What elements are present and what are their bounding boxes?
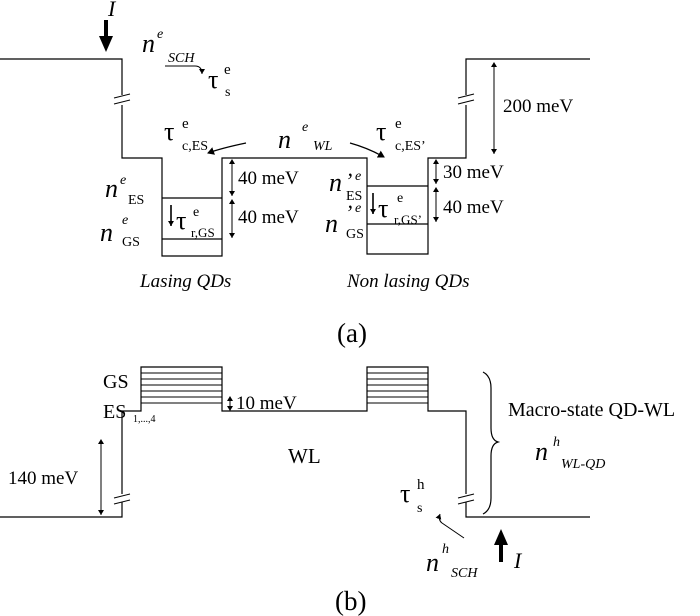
current-label-a: I: [107, 0, 117, 21]
svg-text:e: e: [122, 213, 128, 228]
label-10mev: 10 meV: [236, 393, 297, 414]
svg-text:s: s: [417, 501, 422, 516]
svg-text:e: e: [355, 201, 361, 216]
svg-text:τ: τ: [378, 194, 388, 223]
svg-text:r,GS: r,GS: [191, 225, 215, 240]
svg-text:WL-QD: WL-QD: [561, 457, 605, 472]
svg-text:GS: GS: [346, 227, 364, 242]
n-es-nonlasing: n ’ e ES: [329, 168, 362, 204]
svg-text:ES: ES: [346, 189, 362, 204]
label-30mev: 30 meV: [443, 162, 504, 183]
svg-text:e: e: [193, 205, 199, 220]
panel-a-label: (a): [337, 318, 367, 348]
svg-text:n: n: [278, 125, 291, 154]
n-wl: n e WL: [278, 120, 333, 154]
svg-text:’: ’: [345, 200, 352, 225]
current-arrow-b: [494, 529, 508, 562]
panel-a-band-profile: [0, 58, 590, 257]
svg-text:n: n: [142, 29, 155, 58]
es-label: ES 1,...,4: [103, 401, 156, 425]
svg-text:τ: τ: [376, 117, 386, 146]
svg-text:WL: WL: [313, 139, 333, 154]
tau-r-gs: τ e r,GS: [168, 205, 215, 240]
svg-text:c,ES: c,ES: [182, 139, 208, 154]
panel-b-levels-right: [367, 372, 428, 404]
svg-text:ES: ES: [103, 401, 126, 423]
tau-s-b: τ h s: [400, 477, 425, 516]
svg-text:’: ’: [345, 168, 352, 193]
svg-text:h: h: [417, 477, 425, 493]
tau-c-es-prime: τ e c,ES’: [376, 116, 426, 154]
svg-text:e: e: [182, 116, 189, 132]
svg-text:GS: GS: [122, 235, 140, 250]
label-40mev-bottom-left: 40 meV: [238, 207, 299, 228]
panel-b-break-marks: [113, 493, 475, 505]
macro-state-brace: [482, 371, 501, 515]
svg-text:ES: ES: [128, 193, 144, 208]
capture-arrow-nonlasing: [349, 142, 385, 158]
svg-text:SCH: SCH: [168, 51, 195, 66]
n-gs-lasing: n e GS: [100, 213, 140, 250]
svg-text:n: n: [426, 548, 439, 577]
svg-text:e: e: [120, 173, 126, 188]
current-label-b: I: [513, 548, 523, 573]
label-140mev: 140 meV: [8, 468, 78, 489]
svg-text:τ: τ: [208, 65, 218, 94]
panel-b-band-profile: [0, 366, 590, 518]
panel-b-label: (b): [335, 586, 366, 616]
svg-text:n: n: [105, 174, 118, 203]
svg-text:n: n: [329, 168, 342, 197]
svg-text:e: e: [157, 27, 163, 42]
svg-text:s: s: [225, 85, 230, 100]
svg-text:n: n: [100, 218, 113, 247]
label-40mev-right: 40 meV: [443, 197, 504, 218]
n-gs-nonlasing: n ’ e GS: [325, 200, 364, 242]
tau-c-es: τ e c,ES: [164, 116, 208, 154]
svg-text:c,ES’: c,ES’: [395, 139, 426, 154]
nonlasing-qds-label: Non lasing QDs: [346, 271, 469, 292]
svg-text:τ: τ: [164, 117, 174, 146]
panel-a-break-marks: [113, 93, 475, 105]
svg-text:n: n: [325, 209, 338, 238]
svg-text:e: e: [302, 120, 308, 135]
label-40mev-top-left: 40 meV: [238, 168, 299, 189]
n-sch-a: n e SCH: [142, 27, 195, 66]
svg-text:e: e: [224, 62, 231, 78]
svg-text:e: e: [355, 169, 361, 184]
sch-to-wl-arrow: [435, 513, 465, 539]
panel-a-energy-levels: [162, 185, 428, 240]
svg-text:τ: τ: [400, 479, 410, 508]
svg-text:e: e: [397, 191, 403, 206]
svg-text:1,...,4: 1,...,4: [133, 414, 156, 425]
gs-label: GS: [103, 371, 129, 393]
svg-text:h: h: [442, 542, 449, 557]
capture-arrow-lasing: [207, 142, 247, 155]
svg-text:h: h: [553, 435, 560, 450]
svg-text:e: e: [395, 116, 402, 132]
n-sch-b: n h SCH: [426, 542, 478, 581]
n-wlqd: n h WL-QD: [535, 435, 605, 472]
tau-s-a: τ e s: [208, 62, 231, 100]
svg-text:r,GS’: r,GS’: [394, 212, 422, 227]
panel-b-levels-left: [141, 372, 222, 404]
svg-text:SCH: SCH: [451, 566, 478, 581]
svg-text:τ: τ: [176, 206, 186, 235]
n-es-lasing: n e ES: [105, 173, 144, 208]
lasing-qds-label: Lasing QDs: [139, 271, 231, 292]
macro-state-label: Macro-state QD-WL: [508, 399, 675, 421]
tau-r-gs-prime: τ e r,GS’: [370, 191, 422, 227]
wl-label: WL: [288, 444, 321, 468]
svg-text:n: n: [535, 437, 548, 466]
label-200mev: 200 meV: [503, 96, 573, 117]
current-arrow-a: [99, 20, 113, 52]
sch-to-tau-arrow: [165, 65, 205, 75]
